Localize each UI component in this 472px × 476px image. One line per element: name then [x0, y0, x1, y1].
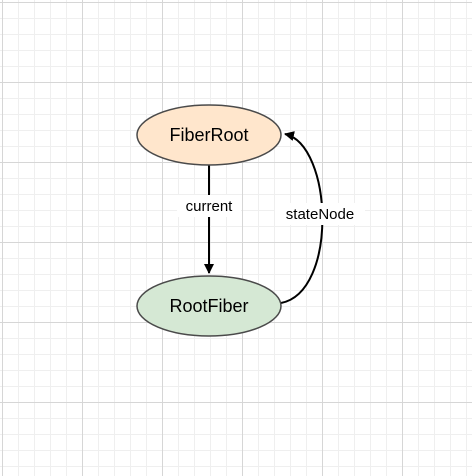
node-root-fiber[interactable]: RootFiber	[136, 275, 282, 337]
edge-state-node-label: stateNode	[286, 206, 354, 223]
edge-state-node[interactable]: stateNode	[275, 131, 365, 304]
node-fiber-root[interactable]: FiberRoot	[136, 104, 282, 166]
node-root-fiber-label: RootFiber	[169, 296, 248, 316]
node-fiber-root-label: FiberRoot	[169, 125, 248, 145]
edge-current[interactable]: current	[177, 165, 241, 274]
node-fiber-root-shape	[136, 104, 282, 166]
edge-current-label: current	[186, 198, 234, 215]
edge-current-label-bg	[177, 195, 241, 217]
node-root-fiber-shape	[136, 275, 282, 337]
edge-state-node-label-bg	[275, 203, 365, 225]
